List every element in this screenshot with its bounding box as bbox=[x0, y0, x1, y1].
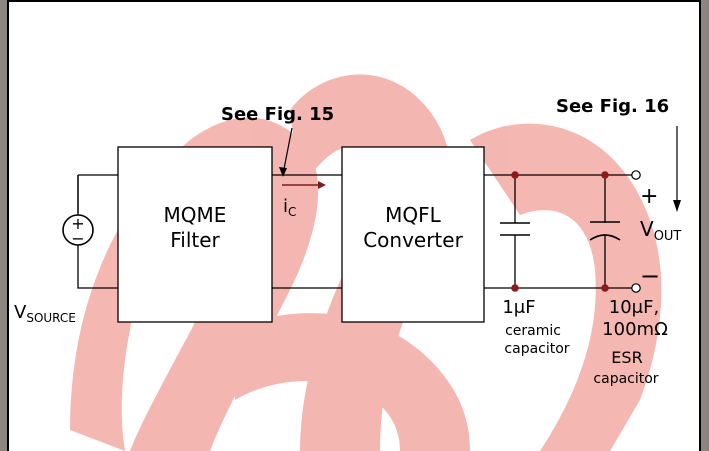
source-minus: − bbox=[71, 229, 84, 248]
see-fig-16-label: See Fig. 16 bbox=[556, 96, 669, 117]
fig15-pointer-icon bbox=[279, 127, 293, 177]
vout-minus: − bbox=[640, 262, 660, 290]
output-terminals bbox=[631, 170, 641, 293]
cap2-line4: capacitor bbox=[593, 371, 658, 387]
source-plus: + bbox=[71, 214, 84, 233]
junction-dots bbox=[511, 171, 609, 292]
watermark-shape-4 bbox=[230, 313, 470, 451]
cap2-line2: 100mΩ bbox=[602, 319, 668, 340]
converter-line2: Converter bbox=[363, 228, 463, 252]
converter-block bbox=[341, 146, 485, 323]
converter-line1: MQFL bbox=[385, 203, 442, 227]
vout-plus: + bbox=[640, 184, 658, 209]
vsource-label: VSOURCE bbox=[14, 302, 76, 325]
cap1-line2: ceramic bbox=[505, 323, 561, 339]
cap1-line3: capacitor bbox=[504, 341, 569, 357]
capacitor-2-icon bbox=[589, 221, 621, 241]
filter-line2: Filter bbox=[170, 228, 220, 252]
see-fig-15-label: See Fig. 15 bbox=[221, 104, 334, 125]
fig16-pointer-icon bbox=[673, 126, 681, 212]
vout-label: VOUT bbox=[640, 217, 681, 244]
cap1-value: 1μF bbox=[502, 297, 535, 318]
cap2-line3: ESR bbox=[611, 348, 642, 367]
filter-line1: MQME bbox=[164, 203, 227, 227]
filter-block bbox=[117, 146, 273, 323]
capacitor-1-icon bbox=[500, 222, 530, 236]
current-label: iC bbox=[283, 196, 296, 219]
current-arrow bbox=[282, 181, 326, 189]
voltage-source: + − bbox=[62, 175, 94, 248]
watermark-shape-3 bbox=[470, 123, 662, 451]
cap2-value: 10μF, bbox=[609, 297, 659, 318]
source-circle-icon bbox=[62, 214, 94, 246]
